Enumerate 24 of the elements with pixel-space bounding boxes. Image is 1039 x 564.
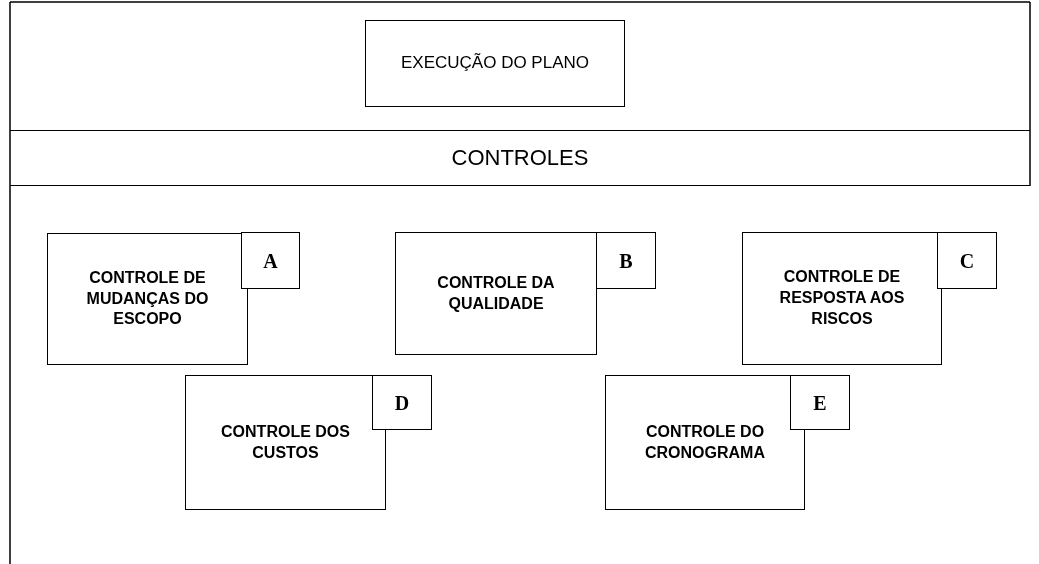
node-label: B bbox=[618, 248, 634, 274]
control-box bbox=[742, 232, 942, 365]
process-box bbox=[365, 20, 625, 107]
letter-tag bbox=[596, 232, 656, 289]
letter-tag bbox=[937, 232, 997, 289]
node-label: CONTROLE DE MUDANÇAS DO ESCOPO bbox=[85, 267, 210, 330]
node-label: EXECUÇÃO DO PLANO bbox=[400, 52, 590, 75]
control-box bbox=[185, 375, 386, 510]
node-label: C bbox=[958, 248, 976, 274]
node-label: CONTROLE DE RESPOSTA AOS RISCOS bbox=[778, 267, 906, 329]
letter-tag bbox=[241, 232, 300, 289]
node-label: CONTROLE DA QUALIDADE bbox=[436, 272, 556, 314]
control-box bbox=[47, 233, 248, 365]
letter-tag bbox=[790, 375, 850, 430]
node-label: CONTROLE DOS CUSTOS bbox=[220, 421, 351, 463]
node-label: E bbox=[812, 390, 828, 416]
control-box bbox=[605, 375, 805, 510]
letter-tag bbox=[372, 375, 432, 430]
node-label: CONTROLE DO CRONOGRAMA bbox=[644, 421, 766, 463]
node-label: CONTROLES bbox=[450, 143, 590, 172]
node-label: D bbox=[393, 390, 411, 416]
section-band bbox=[10, 130, 1030, 186]
node-label: A bbox=[262, 248, 279, 274]
control-box bbox=[395, 232, 597, 355]
